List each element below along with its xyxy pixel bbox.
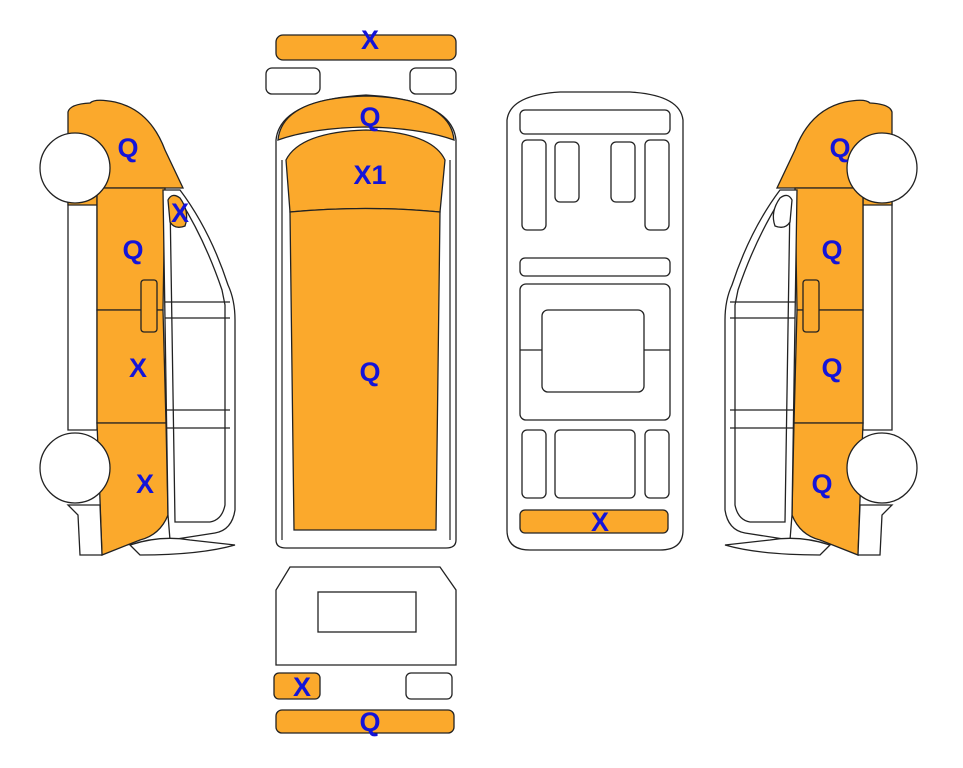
floor-seat [521, 139, 547, 231]
headlight-right [409, 67, 457, 95]
right-door-handle [802, 279, 820, 333]
floor-bar [519, 257, 671, 277]
hood[interactable] [277, 95, 455, 141]
right-rear-bumper [857, 504, 894, 556]
damage-label: Q [359, 102, 380, 132]
rear-view: X Q [273, 566, 457, 737]
left-sill [128, 537, 236, 556]
damage-label: Q [122, 235, 143, 265]
floor-seat [554, 429, 636, 499]
left-rear-bumper [66, 504, 103, 556]
damage-label: X [591, 507, 609, 537]
right-side-body-lower [862, 199, 893, 431]
damage-label: X [136, 469, 154, 499]
roof[interactable] [289, 207, 441, 531]
damage-label: X [293, 672, 311, 702]
left-front-wheel [39, 132, 111, 204]
front-bumper[interactable] [275, 34, 457, 61]
damage-label: Q [117, 133, 138, 163]
left-mirror[interactable] [167, 194, 188, 228]
floor-seat [521, 429, 547, 499]
left-side-body-lower [67, 199, 98, 431]
floor-dash [519, 109, 671, 135]
damage-label: Q [359, 357, 380, 387]
right-rear-wheel [846, 432, 918, 504]
damage-label: Q [811, 469, 832, 499]
right-sill [724, 537, 832, 556]
right-window-inner [734, 199, 791, 523]
right-front-wheel [846, 132, 918, 204]
damage-label: Q [821, 353, 842, 383]
left-rear-quarter-panel[interactable] [96, 422, 169, 556]
floor-seat [554, 141, 580, 203]
floor-cargo-inner [541, 309, 645, 393]
left-door-handle [140, 279, 158, 333]
floor-seat [644, 139, 670, 231]
right-mirror [772, 194, 793, 228]
damage-label: Q [821, 235, 842, 265]
rear-bumper[interactable] [275, 709, 455, 734]
damage-label: X [129, 353, 147, 383]
tail-light-left[interactable] [273, 672, 321, 700]
floor-seat [644, 429, 670, 499]
left-window-inner [169, 199, 226, 523]
left-rear-wheel [39, 432, 111, 504]
headlight-left [265, 67, 321, 95]
rear-window [317, 591, 417, 633]
right-side-view: Q Q Q Q [724, 99, 918, 556]
top-view: X Q X1 Q [265, 25, 457, 549]
floor-view: X [506, 91, 684, 551]
floor-seat [610, 141, 636, 203]
damage-label: Q [359, 707, 380, 737]
damage-label: Q [829, 133, 850, 163]
rear-step[interactable] [519, 509, 669, 534]
damage-label: X1 [353, 160, 386, 190]
left-side-view: Q X Q X X [39, 99, 236, 556]
tail-light-right [405, 672, 453, 700]
damage-label: X [171, 198, 189, 228]
damage-label: X [361, 25, 379, 55]
